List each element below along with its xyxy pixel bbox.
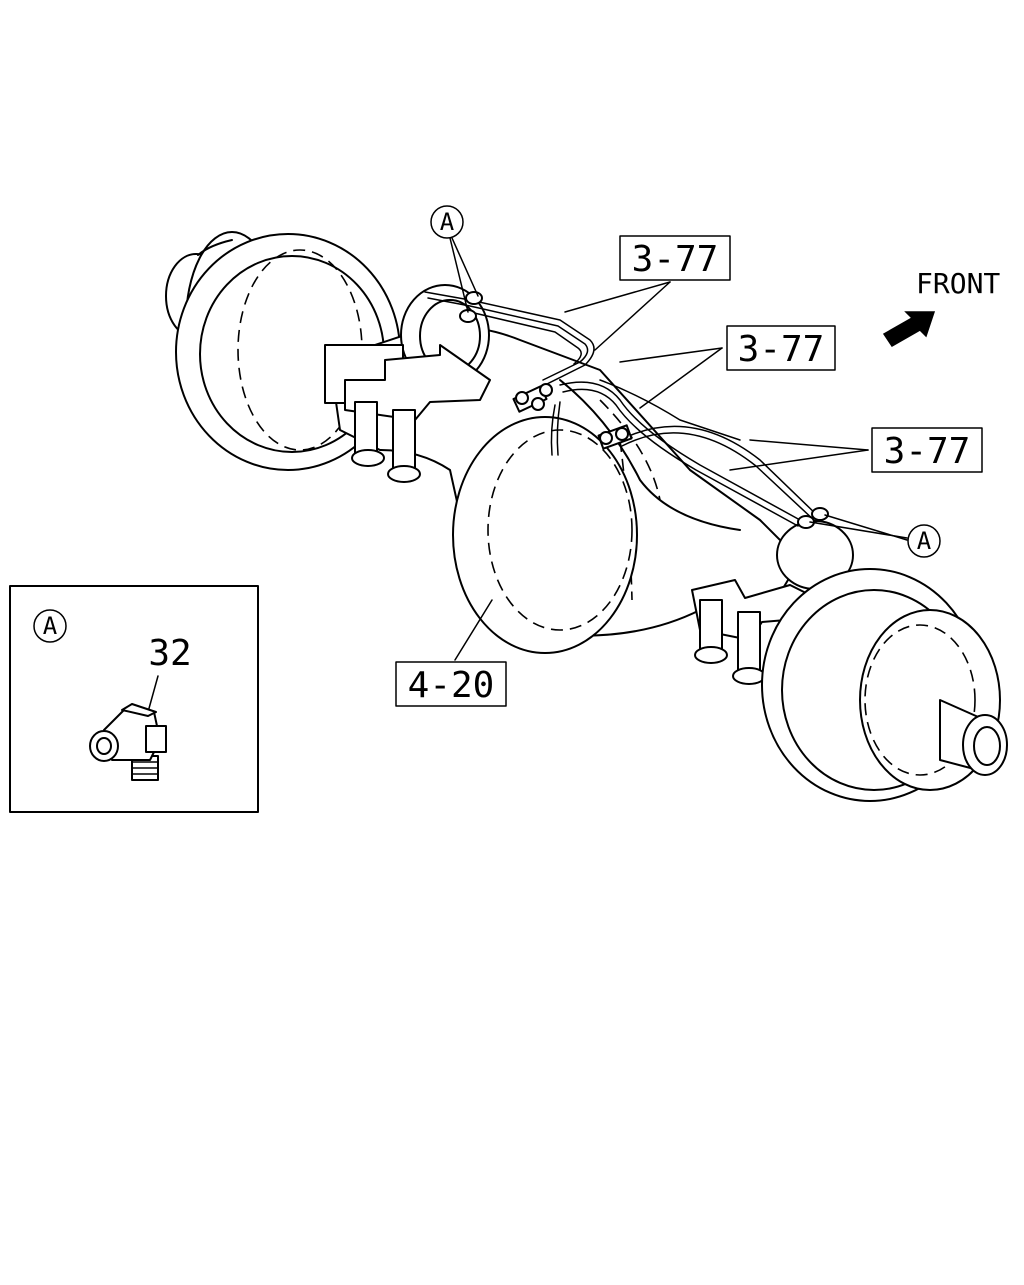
callout-3-77-middle: 3-77 — [619, 325, 836, 409]
detail-a-letter-right: A — [917, 527, 932, 555]
detail-a-letter-inset: A — [43, 612, 58, 640]
callout-3-77-top: 3-77 — [564, 235, 731, 351]
detail-a-inset: A 32 — [9, 585, 259, 813]
label-3-77-top: 3-77 — [632, 239, 719, 280]
label-3-77-middle: 3-77 — [738, 329, 825, 370]
junction-fitting-lower — [597, 424, 633, 450]
front-arrow-icon — [882, 311, 936, 347]
right-spring-seat — [691, 579, 821, 685]
junction-fitting-upper — [512, 383, 553, 413]
elbow-fitting-part — [89, 703, 167, 781]
brake-pipes — [424, 291, 821, 527]
elbow-fittings-left — [459, 291, 483, 323]
front-indicator: FRONT — [882, 267, 1000, 347]
left-hub — [165, 231, 401, 471]
label-4-20: 4-20 — [408, 665, 495, 706]
label-3-77-lower: 3-77 — [884, 431, 971, 472]
callout-4-20: 4-20 — [395, 599, 507, 707]
differential-housing — [452, 416, 638, 654]
front-label: FRONT — [916, 267, 1000, 300]
label-part-32: 32 — [148, 633, 191, 674]
detail-a-marker-top: A — [430, 205, 479, 313]
callout-3-77-lower: 3-77 — [729, 427, 983, 473]
right-hub — [761, 568, 1008, 802]
detail-a-marker-right: A — [809, 514, 941, 558]
elbow-fittings-right — [797, 507, 829, 529]
detail-a-letter-top: A — [440, 208, 455, 236]
left-spring-seat — [324, 344, 491, 483]
